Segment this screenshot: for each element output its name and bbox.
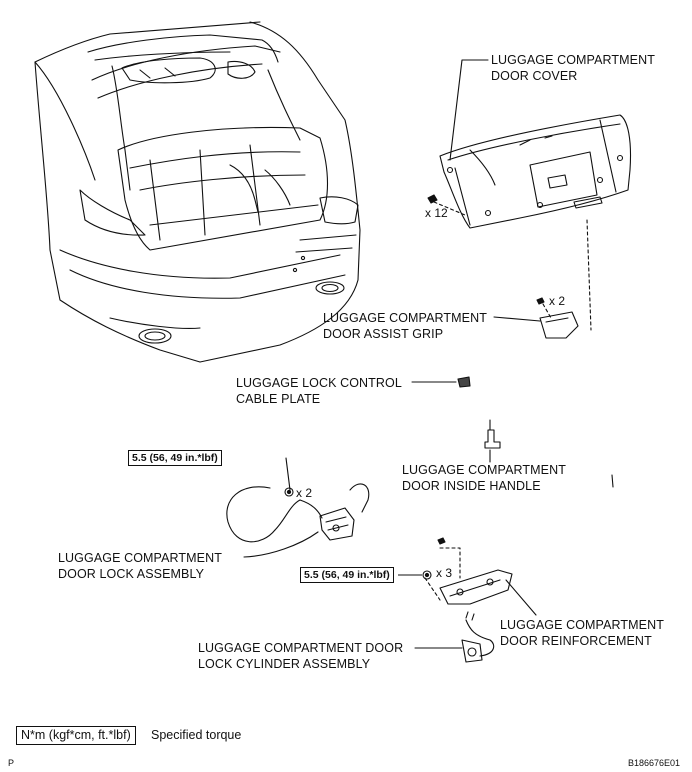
leader-door-cover (450, 60, 488, 160)
lock-cylinder (462, 612, 494, 662)
legend-torque-box: N*m (kgf*cm, ft.*lbf) (16, 726, 136, 745)
figure-code: B186676E01 (628, 758, 681, 768)
torque-spec-reinforcement: 5.5 (56, 49 in.*lbf) (300, 567, 394, 583)
label-reinforcement: LUGGAGE COMPARTMENT DOOR REINFORCEMENT (500, 618, 664, 648)
leader-assist-grip (494, 317, 540, 321)
leader-lock-assembly (244, 532, 318, 557)
clip (428, 195, 465, 215)
qty-bolts-reinforcement: x 3 (436, 566, 453, 580)
door-lock-assembly (227, 484, 369, 542)
label-assist-grip: LUGGAGE COMPARTMENT DOOR ASSIST GRIP (323, 311, 487, 341)
label-lock-cylinder: LUGGAGE COMPARTMENT DOOR LOCK CYLINDER A… (198, 641, 404, 671)
label-cable-plate: LUGGAGE LOCK CONTROL CABLE PLATE (236, 376, 402, 406)
legend-torque-text: Specified torque (151, 728, 242, 742)
cable-plate (458, 377, 470, 387)
door-cover-panel (440, 115, 631, 228)
label-door-cover: LUGGAGE COMPARTMENT DOOR COVER (491, 53, 655, 83)
bolt-icon-center (287, 490, 290, 493)
footer-left: P (8, 758, 15, 768)
inside-handle (485, 420, 500, 448)
bolt-icon-center (425, 573, 428, 576)
qty-bolts-lock: x 2 (296, 486, 313, 500)
assist-grip (537, 298, 578, 338)
label-inside-handle: LUGGAGE COMPARTMENT DOOR INSIDE HANDLE (402, 463, 566, 493)
leader-lock-torque (286, 458, 290, 490)
qty-screws-grip: x 2 (549, 294, 566, 308)
bolt-icon (285, 488, 293, 496)
car-rear-view-illustration (35, 22, 360, 362)
leader-reinforcement (506, 580, 536, 615)
torque-spec-lock: 5.5 (56, 49 in.*lbf) (128, 450, 222, 466)
door-reinforcement (425, 538, 512, 604)
label-lock-assembly: LUGGAGE COMPARTMENT DOOR LOCK ASSEMBLY (58, 551, 222, 581)
bolt-icon (423, 571, 431, 579)
dashed-guide (587, 220, 591, 330)
qty-clips-cover: x 12 (425, 206, 448, 220)
stray-mark (612, 475, 613, 487)
